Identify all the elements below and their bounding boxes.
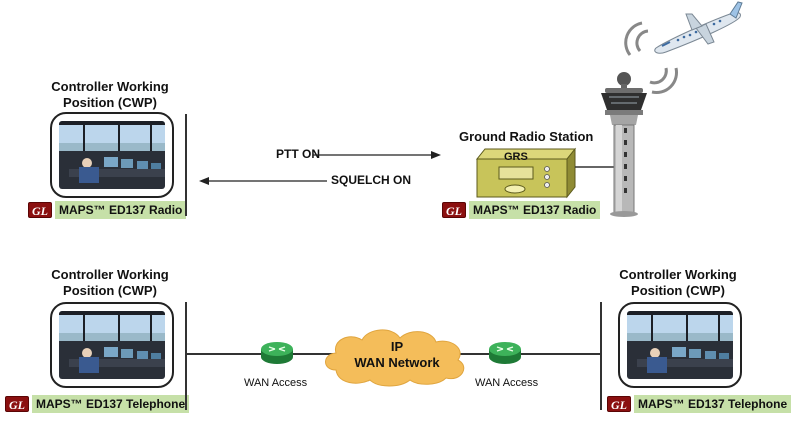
ptt-arrow bbox=[313, 151, 441, 159]
ptt-label: PTT ON bbox=[276, 147, 320, 161]
right-router-label: WAN Access bbox=[475, 377, 539, 389]
cloud-label-line2: WAN Network bbox=[354, 355, 440, 370]
bottom-right-badge-label: MAPS™ ED137 Telephone bbox=[634, 395, 792, 413]
radio-signal-icon bbox=[649, 67, 678, 94]
grs-title: Ground Radio Station bbox=[459, 129, 594, 144]
grs-badge: GL MAPS™ ED137 Radio bbox=[442, 201, 601, 219]
bottom-left-badge: GL MAPS™ ED137 Telephone bbox=[5, 395, 190, 413]
atc-room-image bbox=[59, 121, 165, 189]
top-cwp-title-line1: Controller Working bbox=[51, 79, 169, 94]
grs-badge-label: MAPS™ ED137 Radio bbox=[469, 201, 601, 219]
top-cwp-badge-label: MAPS™ ED137 Radio bbox=[55, 201, 187, 219]
bottom-left-cwp-title: Controller Working Position (CWP) bbox=[40, 267, 180, 299]
bottom-right-cwp-workstation bbox=[618, 302, 742, 388]
airplane-icon bbox=[654, 1, 743, 54]
squelch-arrow bbox=[199, 177, 327, 185]
bottom-right-cwp-title-line2: Position (CWP) bbox=[631, 283, 725, 298]
squelch-label: SQUELCH ON bbox=[331, 173, 412, 187]
bottom-left-cwp-title-line1: Controller Working bbox=[51, 267, 169, 282]
left-router-label: WAN Access bbox=[244, 377, 308, 389]
top-cwp-title-line2: Position (CWP) bbox=[63, 95, 157, 110]
bottom-right-cwp-link-line bbox=[600, 302, 602, 410]
router-icon bbox=[489, 342, 521, 364]
gl-logo: GL bbox=[5, 396, 29, 412]
network-line-left bbox=[185, 353, 335, 355]
top-cwp-badge: GL MAPS™ ED137 Radio bbox=[28, 201, 187, 219]
top-cwp-title: Controller Working Position (CWP) bbox=[40, 79, 180, 111]
atc-room-image bbox=[59, 311, 165, 379]
gl-logo: GL bbox=[28, 202, 52, 218]
grs-device-label: GRS bbox=[504, 151, 528, 163]
bottom-right-badge: GL MAPS™ ED137 Telephone bbox=[607, 395, 792, 413]
bottom-left-badge-label: MAPS™ ED137 Telephone bbox=[32, 395, 190, 413]
bottom-left-cwp-title-line2: Position (CWP) bbox=[63, 283, 157, 298]
bottom-right-cwp-title: Controller Working Position (CWP) bbox=[608, 267, 748, 299]
bottom-left-cwp-workstation bbox=[50, 302, 174, 388]
cloud-icon bbox=[325, 329, 465, 387]
cloud-label: IP WAN Network bbox=[327, 339, 467, 371]
gl-logo: GL bbox=[607, 396, 631, 412]
grs-device bbox=[475, 147, 614, 199]
top-cwp-link-line bbox=[185, 114, 187, 216]
radio-signal-icon bbox=[624, 21, 649, 56]
bottom-left-cwp-link-line bbox=[185, 302, 187, 410]
bottom-right-cwp-title-line1: Controller Working bbox=[619, 267, 737, 282]
control-tower-icon bbox=[601, 72, 647, 217]
cloud-label-line1: IP bbox=[390, 339, 404, 354]
router-icon bbox=[261, 342, 293, 364]
atc-room-image bbox=[627, 311, 733, 379]
top-cwp-workstation bbox=[50, 112, 174, 198]
network-line-right bbox=[455, 353, 600, 355]
gl-logo: GL bbox=[442, 202, 466, 218]
